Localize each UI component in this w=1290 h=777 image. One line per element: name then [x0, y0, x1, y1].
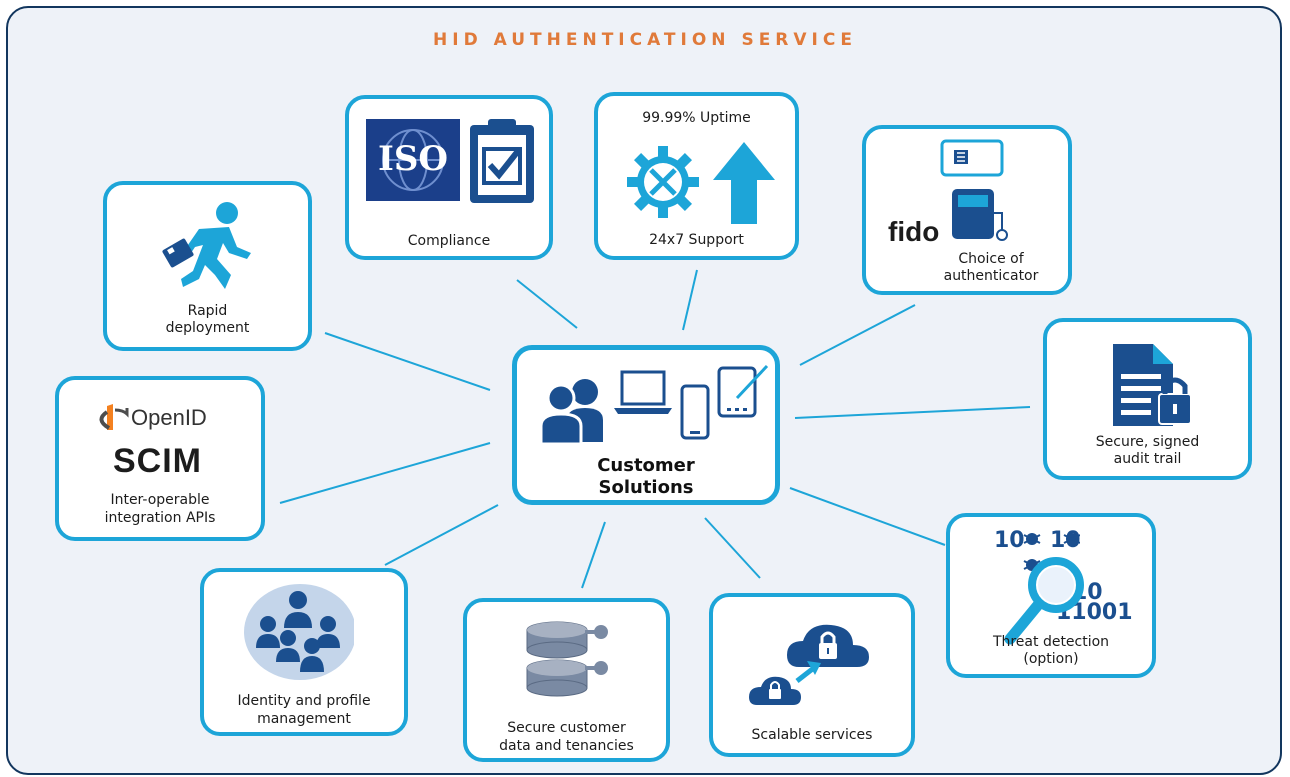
node-support: 99.99% Uptime 24x7 Support: [594, 92, 799, 260]
apis-line2: integration APIs: [104, 510, 216, 526]
node-rapid-deployment: Rapid deployment: [103, 181, 312, 351]
authenticator-line2: authenticator: [943, 268, 1039, 284]
node-customer-data: Secure customer data and tenancies: [463, 598, 670, 762]
rapid-deployment-line2: deployment: [165, 320, 250, 336]
node-apis: OpenID SCIM Inter-operable integration A…: [55, 376, 265, 541]
phone-icon: [680, 384, 710, 440]
connector-support: [682, 269, 698, 331]
scalable-label: Scalable services: [751, 727, 873, 743]
customer-solutions-line1: Customer: [597, 455, 695, 476]
tablet-icon: [717, 364, 769, 418]
up-arrow-icon: [713, 142, 775, 224]
connector-audit: [794, 406, 1031, 419]
binary-text-1: 10: [994, 528, 1025, 553]
node-compliance: ISO Compliance: [345, 95, 553, 260]
node-customer-solutions: Customer Solutions: [512, 345, 780, 505]
security-key-icon: [952, 189, 1008, 241]
authenticator-line1: Choice of: [958, 251, 1024, 267]
apis-line1: Inter-operable: [110, 492, 210, 508]
connector-identity: [384, 504, 499, 566]
iso-text: ISO: [377, 139, 449, 179]
people-icon: [539, 379, 603, 446]
database-keys-icon: [526, 621, 608, 697]
node-audit-trail: Secure, signed audit trail: [1043, 318, 1252, 480]
openid-text: OpenID: [131, 405, 207, 430]
connector-apis: [279, 442, 491, 504]
connector-scalable: [704, 517, 761, 579]
customer-data-line1: Secure customer: [507, 720, 626, 736]
node-identity: Identity and profile management: [200, 568, 408, 736]
customer-solutions-line2: Solutions: [598, 477, 694, 498]
scim-text: SCIM: [113, 442, 202, 480]
connector-compliance: [516, 279, 578, 329]
smart-card-icon: [940, 139, 1004, 177]
running-man-briefcase-icon: [162, 202, 251, 289]
support-label: 24x7 Support: [649, 232, 744, 248]
node-threat-detection: 10 10 10 11001 Threat detection (option): [946, 513, 1156, 678]
connector-authenticator: [799, 304, 916, 366]
identity-line2: management: [257, 711, 351, 727]
gear-tools-icon: [627, 146, 699, 218]
connector-threat: [789, 487, 946, 546]
audit-trail-line1: Secure, signed: [1095, 434, 1200, 450]
identity-line1: Identity and profile: [237, 693, 371, 709]
threat-line1: Threat detection: [992, 634, 1110, 650]
magnifier-bug-icon: [1004, 557, 1084, 645]
node-authenticator: fido Choice of authenticator: [862, 125, 1072, 295]
connector-rapid: [324, 332, 491, 391]
compliance-label: Compliance: [407, 233, 491, 249]
fido-logo: fido: [888, 216, 940, 247]
bug-icons: [1023, 533, 1080, 571]
locked-document-icon: [1113, 344, 1192, 426]
rapid-deployment-line1: Rapid: [187, 303, 228, 319]
diagram-title: HID AUTHENTICATION SERVICE: [433, 30, 857, 50]
customer-data-line2: data and tenancies: [499, 738, 634, 754]
connector-data: [581, 521, 606, 589]
globe-icon: [382, 129, 444, 191]
cloud-lock-icon: [749, 624, 869, 705]
threat-line2: (option): [1023, 651, 1079, 667]
laptop-icon: [614, 370, 672, 414]
uptime-label: 99.99% Uptime: [642, 110, 751, 126]
openid-logo-icon: [99, 404, 129, 430]
group-people-icon: [244, 584, 354, 680]
clipboard-check-icon: [470, 119, 534, 203]
audit-trail-line2: audit trail: [1113, 451, 1182, 467]
node-scalable: Scalable services: [709, 593, 915, 757]
